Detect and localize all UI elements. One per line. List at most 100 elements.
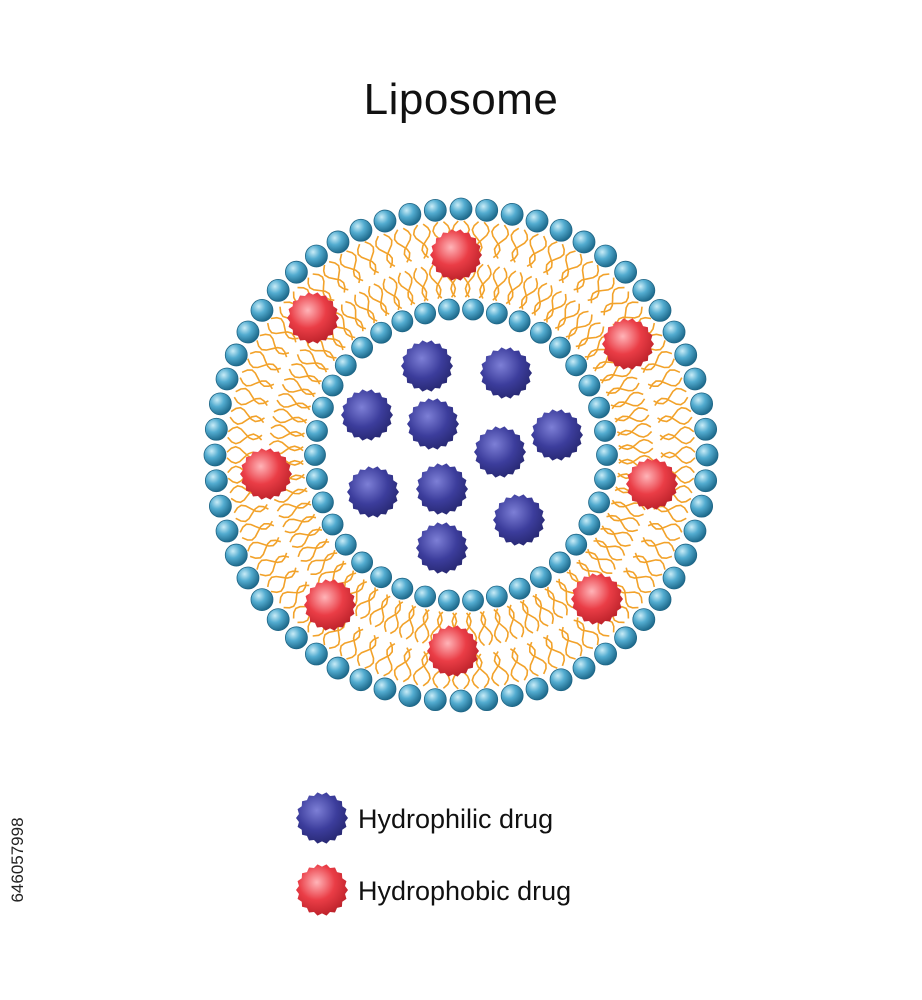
lipid-head (215, 519, 239, 543)
lipid-tail (601, 525, 634, 542)
lipid-head (208, 392, 232, 416)
hydrophilic-drug-icon (296, 792, 348, 844)
lipid-tail (640, 350, 673, 371)
lipid-tail (606, 382, 640, 397)
lipid-head (438, 589, 460, 612)
lipid-tail (283, 584, 310, 609)
lipid-head (305, 244, 328, 268)
lipid-tail (284, 377, 316, 396)
lipid-tail (299, 349, 329, 370)
lipid-tail (369, 594, 389, 625)
lipid-head (351, 551, 374, 574)
lipid-tail (607, 512, 641, 527)
lipid-head (321, 374, 344, 397)
lipid-head (529, 321, 552, 344)
hydrophilic-drug (341, 389, 393, 441)
lipid-tail (227, 433, 263, 445)
lipid-head (370, 566, 393, 589)
lipid-tail (465, 612, 478, 648)
lipid-tail (531, 282, 548, 315)
lipid-head (632, 278, 656, 302)
lipid-tail (649, 520, 683, 533)
lipid-tail (561, 253, 583, 284)
lipid-tail (657, 406, 692, 423)
lipid-tail (614, 414, 650, 423)
lipid-tail (420, 266, 429, 302)
lipid-tail (249, 350, 282, 371)
lipid-head (500, 202, 524, 226)
lipid-tail (576, 617, 600, 646)
lipid-tail (479, 264, 492, 299)
hydrophilic-drug (493, 494, 545, 546)
lipid-tail (383, 600, 402, 632)
lipid-tail (618, 444, 654, 454)
lipid-tail (270, 424, 305, 437)
lipid-tail (284, 515, 317, 534)
lipid-head (500, 684, 524, 708)
lipid-head (462, 589, 484, 612)
lipid-head (208, 494, 232, 518)
lipid-tail (383, 643, 396, 677)
lipid-tail (606, 514, 638, 533)
lipid-tail (511, 647, 529, 681)
lipid-tail (587, 548, 616, 570)
lipid-tail (493, 267, 508, 302)
lipid-tail (341, 304, 364, 332)
lipid-head (683, 367, 707, 391)
lipid-head (224, 543, 248, 567)
lipid-head (578, 513, 601, 536)
lipid-tail (233, 396, 268, 407)
lipid-tail (657, 415, 693, 425)
lipid-tail (526, 643, 539, 677)
lipid-tail (533, 285, 553, 316)
lipid-tail (590, 277, 615, 304)
lipid-tail (476, 263, 486, 299)
lipid-tail (478, 611, 487, 647)
lipid-tail (509, 227, 520, 262)
lipid-tail (273, 408, 308, 423)
lipid-head (349, 668, 373, 692)
lipid-head (565, 354, 588, 377)
lipid-tail (306, 549, 336, 571)
lipid-tail (659, 433, 695, 445)
lipid-tail (625, 567, 656, 588)
lipid-tail (617, 429, 653, 438)
lipid-tail (235, 387, 269, 405)
lipid-tail (558, 628, 576, 660)
lipid-tail (660, 445, 696, 459)
lipid-tail (345, 300, 367, 330)
lipid-tail (616, 422, 652, 436)
lipid-head (373, 677, 397, 701)
lipid-head (572, 230, 596, 254)
lipid-tail (270, 316, 299, 340)
lipid-tail (397, 272, 414, 306)
lipid-tail (404, 270, 416, 305)
lipid-tail (300, 541, 330, 562)
lipid-head (475, 688, 499, 712)
lipid-tail (653, 387, 687, 405)
hydrophobic-drug (304, 579, 356, 631)
lipid-head (596, 444, 618, 466)
hydrophilic-drug (480, 347, 532, 399)
legend-item-hydrophilic: Hydrophilic drug (294, 790, 714, 850)
hydrophobic-drug (571, 573, 623, 625)
lipid-tail (356, 243, 377, 276)
lipid-tail (511, 229, 529, 263)
lipid-head (594, 468, 616, 490)
lipid-tail (567, 314, 593, 340)
hydrophilic-drug (474, 426, 526, 478)
lipid-tail (555, 580, 577, 610)
lipid-tail (388, 276, 403, 310)
hydrophobic-drug (430, 229, 482, 281)
lipid-head (306, 468, 328, 490)
lipid-tail (389, 601, 404, 635)
lipid-head (462, 298, 484, 321)
lipid-tail (278, 393, 311, 409)
lipid-tail (282, 513, 316, 528)
hydrophilic-drug (401, 340, 453, 392)
lipid-head (326, 230, 350, 254)
side-id-text: 646057998 (6, 755, 30, 965)
lipid-tail (509, 648, 520, 683)
lipid-head (572, 656, 596, 680)
lipid-head (438, 298, 460, 321)
